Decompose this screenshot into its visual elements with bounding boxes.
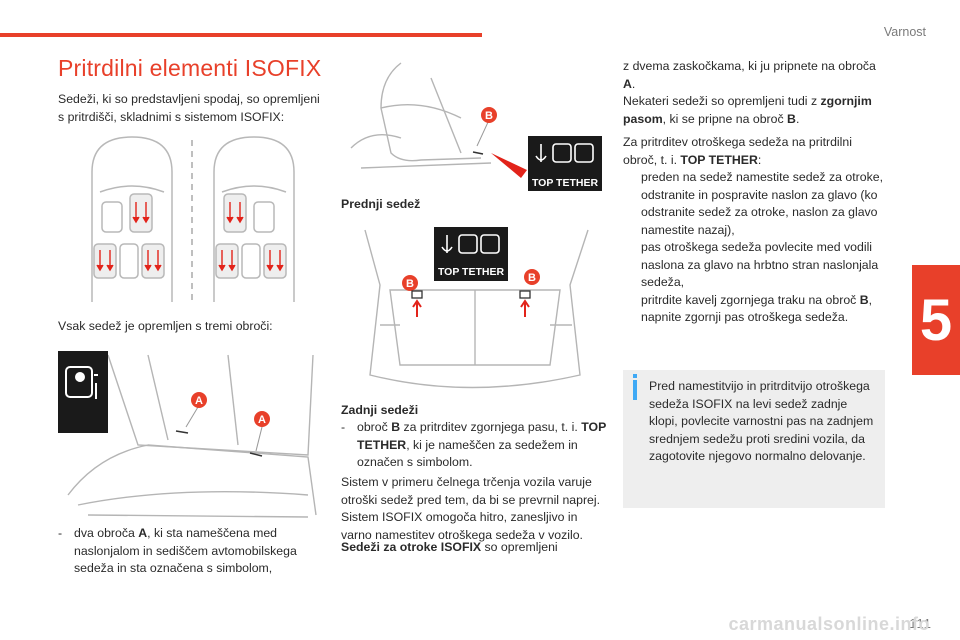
header-accent-bar	[0, 33, 482, 37]
svg-text:B: B	[485, 110, 493, 122]
rings-line: Vsak sedež je opremljen s tremi obroči:	[58, 319, 273, 333]
section-title: Varnost	[883, 25, 926, 39]
continuation-paragraph: z dvema zaskočkama, ki ju pripnete na ob…	[623, 59, 876, 126]
b-marker-rear-right: B	[519, 269, 540, 317]
pointer-arrow-front	[491, 153, 527, 178]
watermark: carmanualsonline.info	[728, 614, 930, 634]
child-seat-icon	[65, 366, 98, 399]
a-marker-1: A	[175, 392, 207, 434]
rear-seat-a-rings-figure: A A	[58, 351, 317, 518]
info-text: Pred namestitvijo in pritrditvijo otrošk…	[649, 379, 874, 463]
info-icon-bar	[633, 380, 637, 400]
system-paragraph: Sistem v primeru čelnega trčenja vozila …	[341, 475, 601, 542]
bullet-item: pas otroškega sedeža povlecite med vodil…	[641, 240, 879, 289]
rear-seats-figure: TOP TETHER B B	[364, 227, 589, 389]
svg-text:TOP TETHER: TOP TETHER	[438, 266, 505, 278]
car-right-outline	[213, 136, 295, 302]
front-seat-figure: B TOP TETHER	[350, 62, 602, 191]
top-tether-instructions: Za pritrditev otroškega sedeža na pritrd…	[623, 134, 888, 327]
rear-seats-label: Zadnji sedeži	[341, 403, 419, 417]
isofix-seats-paragraph: Sedeži za otroke ISOFIX so opremljeni	[341, 540, 558, 554]
a-marker-2: A	[249, 411, 270, 457]
bullet-item: napnite zgornji pas otroškega sedeža.	[641, 310, 849, 324]
svg-text:B: B	[406, 278, 414, 290]
car-seats-diagram	[91, 136, 295, 302]
svg-text:A: A	[258, 414, 266, 426]
svg-text:TOP TETHER: TOP TETHER	[532, 177, 599, 189]
info-box: Pred namestitvijo in pritrditvijo otrošk…	[623, 370, 885, 508]
b-marker-rear-left: B	[402, 275, 423, 317]
svg-text:B: B	[528, 272, 536, 284]
item-a-rings: - dva obroča A, ki sta nameščena med nas…	[58, 526, 297, 575]
front-seat-label: Prednji sedež	[341, 197, 421, 211]
page-number: 111	[909, 616, 932, 631]
svg-text:A: A	[195, 395, 203, 407]
b-marker-front: B	[472, 107, 497, 155]
info-icon	[633, 374, 637, 378]
chapter-tab: 5	[912, 265, 960, 375]
isofix-arrows	[96, 202, 284, 272]
page-title: Pritrdilni elementi ISOFIX	[58, 55, 322, 81]
intro-text: Sedeži, ki so predstavljeni spodaj, so o…	[58, 92, 320, 124]
bullet-item: pritrdite kavelj zgornjega traku na obro…	[641, 292, 873, 307]
item-b-ring: - obroč B za pritrditev zgornjega pasu, …	[341, 420, 607, 469]
car-left-outline	[91, 136, 173, 302]
bullet-item: preden na sedež namestite sedež za otrok…	[641, 170, 883, 237]
